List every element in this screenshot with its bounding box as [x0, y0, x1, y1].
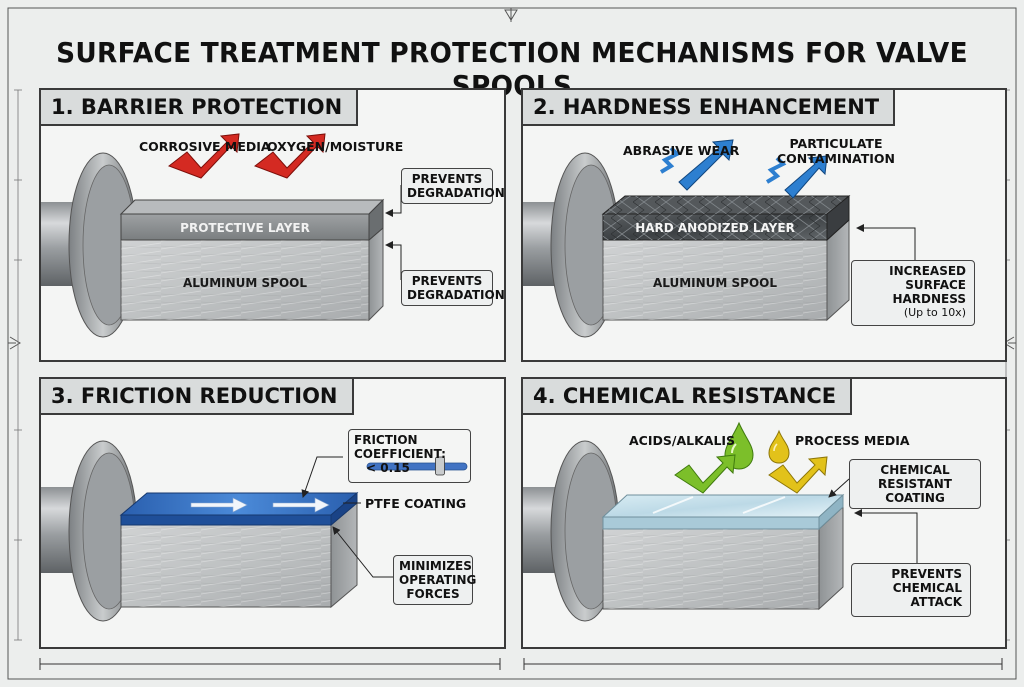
process-media-drop-icon — [768, 429, 790, 464]
label-protective-layer: PROTECTIVE LAYER — [180, 221, 310, 235]
panel-barrier-protection: 1. BARRIER PROTECTION CORROSIVE MEDIA OX… — [39, 88, 506, 362]
panel-friction-reduction: 3. FRICTION REDUCTION FRICTION COEFFICIE… — [39, 377, 506, 649]
callout-text: < 0.15 — [366, 461, 410, 475]
label-line: PARTICULATE — [789, 136, 883, 151]
label-line: CONTAMINATION — [777, 151, 896, 166]
callout-prevents-chemical-attack: PREVENTS CHEMICAL ATTACK — [851, 563, 971, 617]
callout-text: DEGRADATION — [407, 288, 505, 302]
callout-text: (Up to 10x) — [903, 306, 966, 319]
callout-text: FORCES — [406, 587, 460, 601]
panel-title: 4. CHEMICAL RESISTANCE — [523, 379, 853, 415]
panel-title: 2. HARDNESS ENHANCEMENT — [523, 90, 896, 126]
label-oxygen-moisture: OXYGEN/MOISTURE — [267, 139, 404, 154]
callout-text: MINIMIZES — [399, 559, 472, 573]
callout-text: INCREASED — [889, 264, 966, 278]
label-aluminum-spool: ALUMINUM SPOOL — [182, 276, 308, 290]
slide-arrow-icon — [272, 497, 330, 513]
corrosive-media-arrow — [167, 133, 240, 179]
label-abrasive-wear: ABRASIVE WEAR — [623, 143, 740, 158]
callout-text: OPERATING — [399, 573, 477, 587]
callout-prevents-degradation-bottom: PREVENTS DEGRADATION — [401, 270, 505, 306]
label-particulate-contamination: PARTICULATE CONTAMINATION — [777, 136, 895, 166]
callout-text: ATTACK — [910, 595, 962, 609]
panel-title: 3. FRICTION REDUCTION — [41, 379, 354, 415]
label-process-media: PROCESS MEDIA — [795, 433, 910, 448]
callout-minimizes-operating-forces: MINIMIZES OPERATING FORCES — [393, 555, 477, 605]
callout-increased-surface-hardness: INCREASED SURFACE HARDNESS (Up to 10x) — [851, 260, 975, 326]
callout-text: FRICTION COEFFICIENT: — [354, 433, 446, 461]
callout-text: PREVENTS — [891, 567, 962, 581]
page-title: SURFACE TREATMENT PROTECTION MECHANISMS … — [56, 36, 968, 102]
callout-text: PREVENTS — [411, 274, 483, 288]
abrasive-wear-arrow — [659, 139, 734, 191]
panel-hardness-enhancement: 2. HARDNESS ENHANCEMENT ABRASIVE WEAR PA… — [521, 88, 1007, 362]
chemical-illustration — [523, 421, 918, 622]
callout-text: COATING — [885, 491, 945, 505]
particulate-contamination-arrow — [765, 155, 828, 199]
callout-text: SURFACE — [905, 278, 966, 292]
label-hard-anodized-layer: HARD ANODIZED LAYER — [635, 221, 795, 235]
callout-text: CHEMICAL RESISTANT — [878, 463, 952, 491]
panel-chemical-resistance: 4. CHEMICAL RESISTANCE ACIDS/ALKALIS PRO… — [521, 377, 1007, 649]
callout-text: DEGRADATION — [407, 186, 505, 200]
label-acids-alkalis: ACIDS/ALKALIS — [629, 433, 736, 448]
label-ptfe-coating: PTFE COATING — [365, 496, 467, 511]
friction-slider — [366, 456, 468, 476]
callout-text: PREVENTS — [411, 172, 483, 186]
hardness-illustration — [523, 139, 916, 338]
callout-text: HARDNESS — [892, 292, 966, 306]
process-media-arrow — [768, 456, 828, 494]
callout-chemical-resistant-coating: CHEMICAL RESISTANT COATING — [849, 459, 981, 509]
callout-text: CHEMICAL — [892, 581, 962, 595]
friction-illustration — [41, 440, 468, 622]
callout-prevents-degradation-top: PREVENTS DEGRADATION — [401, 168, 505, 204]
label-corrosive-media: CORROSIVE MEDIA — [139, 139, 271, 154]
panel-title: 1. BARRIER PROTECTION — [41, 90, 359, 126]
callout-friction-coefficient: FRICTION COEFFICIENT: < 0.15 — [348, 429, 471, 483]
label-aluminum-spool: ALUMINUM SPOOL — [652, 276, 778, 290]
oxygen-moisture-arrow — [253, 133, 326, 179]
barrier-illustration — [41, 133, 402, 338]
slide-arrow-icon — [190, 497, 248, 513]
acids-alkalis-arrow — [674, 454, 736, 494]
